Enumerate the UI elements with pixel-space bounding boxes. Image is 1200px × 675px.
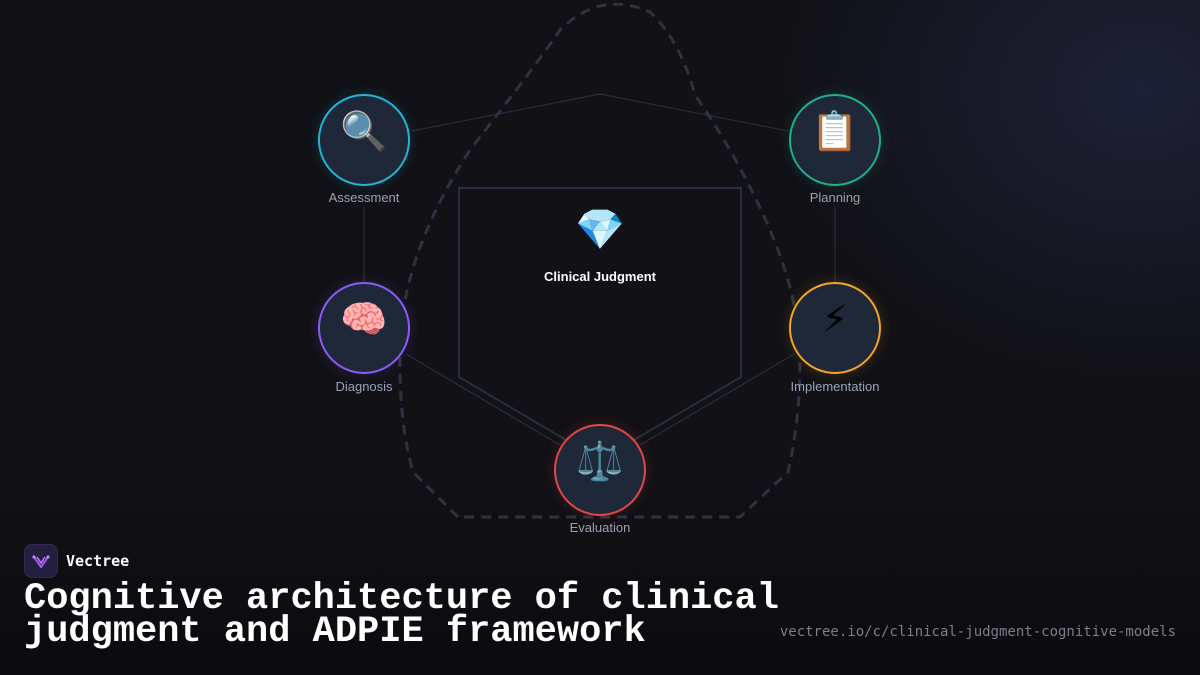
node-assessment: 🔍 bbox=[318, 94, 410, 186]
gem-icon: 💎 bbox=[575, 207, 625, 253]
scales-icon: ⚖️ bbox=[576, 439, 624, 483]
brain-icon: 🧠 bbox=[340, 297, 388, 341]
magnifier-icon: 🔍 bbox=[340, 109, 388, 153]
clipboard-icon: 📋 bbox=[811, 109, 859, 153]
connector-diagnosis-evaluation bbox=[405, 353, 561, 446]
node-label-diagnosis: Diagnosis bbox=[335, 379, 393, 394]
lightning-icon: ⚡ bbox=[821, 297, 849, 341]
node-implementation: ⚡ bbox=[789, 282, 881, 374]
node-label-evaluation: Evaluation bbox=[569, 520, 631, 535]
brand: Vectree bbox=[24, 544, 129, 578]
node-label-assessment: Assessment bbox=[328, 190, 400, 205]
vectree-logo-icon bbox=[24, 544, 58, 578]
center-label: Clinical Judgment bbox=[544, 269, 656, 284]
source-url: vectree.io/c/clinical-judgment-cognitive… bbox=[779, 624, 1176, 640]
connector-apex-planning bbox=[599, 93, 789, 132]
node-evaluation: ⚖️ bbox=[554, 424, 646, 516]
node-diagnosis: 🧠 bbox=[318, 282, 410, 374]
node-label-implementation: Implementation bbox=[790, 379, 880, 394]
connector-assessment-apex bbox=[411, 93, 601, 132]
node-planning: 📋 bbox=[789, 94, 881, 186]
center-pentagon bbox=[458, 187, 742, 462]
node-label-planning: Planning bbox=[809, 190, 861, 205]
page-title: Cognitive architecture of clinical judgm… bbox=[24, 578, 779, 653]
connector-implementation-evaluation bbox=[639, 353, 795, 446]
brand-name: Vectree bbox=[66, 552, 130, 570]
